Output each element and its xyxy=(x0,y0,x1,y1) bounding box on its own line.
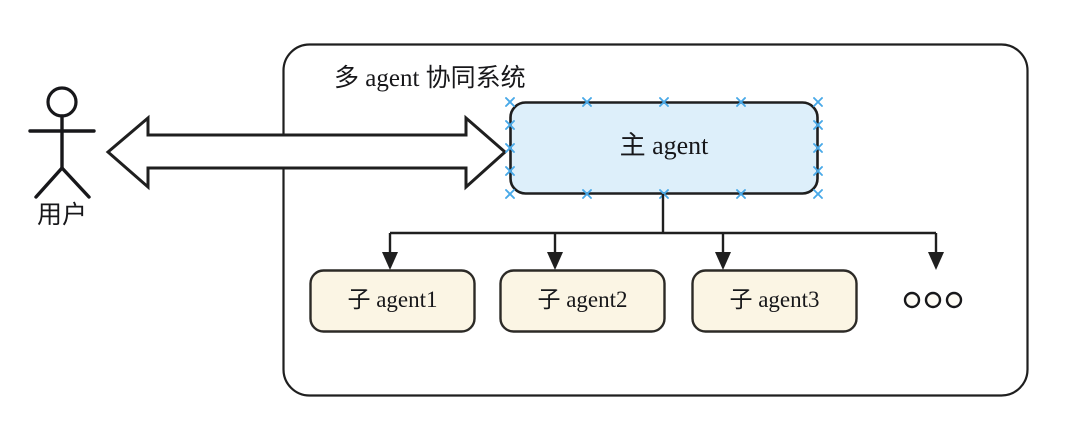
handle-top-center[interactable] xyxy=(659,97,669,107)
sub-agent-label-1: 子 agent2 xyxy=(537,287,628,312)
agent-tree-arrowheads xyxy=(382,252,944,270)
handle-left-upper[interactable] xyxy=(505,120,515,130)
handle-top-right[interactable] xyxy=(813,97,823,107)
ellipsis-circle-2 xyxy=(924,291,942,309)
handle-top-left[interactable] xyxy=(505,97,515,107)
handle-right-lower[interactable] xyxy=(813,166,823,176)
main-agent-label: 主 agent xyxy=(619,131,709,160)
main-agent-selection-handles[interactable] xyxy=(505,97,823,199)
sub-agent-box-2[interactable] xyxy=(691,269,858,333)
actor-right-leg-line xyxy=(60,166,91,199)
handle-bottom-quarter-right[interactable] xyxy=(736,189,746,199)
actor-left-leg-line xyxy=(34,166,64,199)
handle-right-middle[interactable] xyxy=(813,143,823,153)
more-agents-ellipsis-icon xyxy=(903,291,963,309)
handle-left-middle[interactable] xyxy=(505,143,515,153)
ellipsis-circle-3 xyxy=(945,291,963,309)
arrowhead-1 xyxy=(547,252,563,270)
sub-agent-box-1[interactable] xyxy=(499,269,666,333)
arrowhead-3 xyxy=(928,252,944,270)
handle-bottom-quarter-left[interactable] xyxy=(582,189,592,199)
system-title-label: 多 agent 协同系统 xyxy=(334,65,526,92)
handle-top-quarter-right[interactable] xyxy=(736,97,746,107)
actor-label: 用户 xyxy=(37,202,88,229)
system-container-box[interactable] xyxy=(282,43,1029,397)
bidirectional-arrow-shape[interactable] xyxy=(105,114,508,191)
handle-top-quarter-left[interactable] xyxy=(582,97,592,107)
sub-agent-label-2: 子 agent3 xyxy=(729,287,820,312)
handle-bottom-right[interactable] xyxy=(813,189,823,199)
handle-right-upper[interactable] xyxy=(813,120,823,130)
sub-agent-label-0: 子 agent1 xyxy=(347,287,438,312)
actor-head-icon xyxy=(46,86,78,118)
handle-left-lower[interactable] xyxy=(505,166,515,176)
arrowhead-0 xyxy=(382,252,398,270)
arrowhead-2 xyxy=(715,252,731,270)
ellipsis-circle-1 xyxy=(903,291,921,309)
handle-bottom-left[interactable] xyxy=(505,189,515,199)
stick-figure-actor-icon xyxy=(28,86,96,199)
sub-agent-box-0[interactable] xyxy=(309,269,476,333)
